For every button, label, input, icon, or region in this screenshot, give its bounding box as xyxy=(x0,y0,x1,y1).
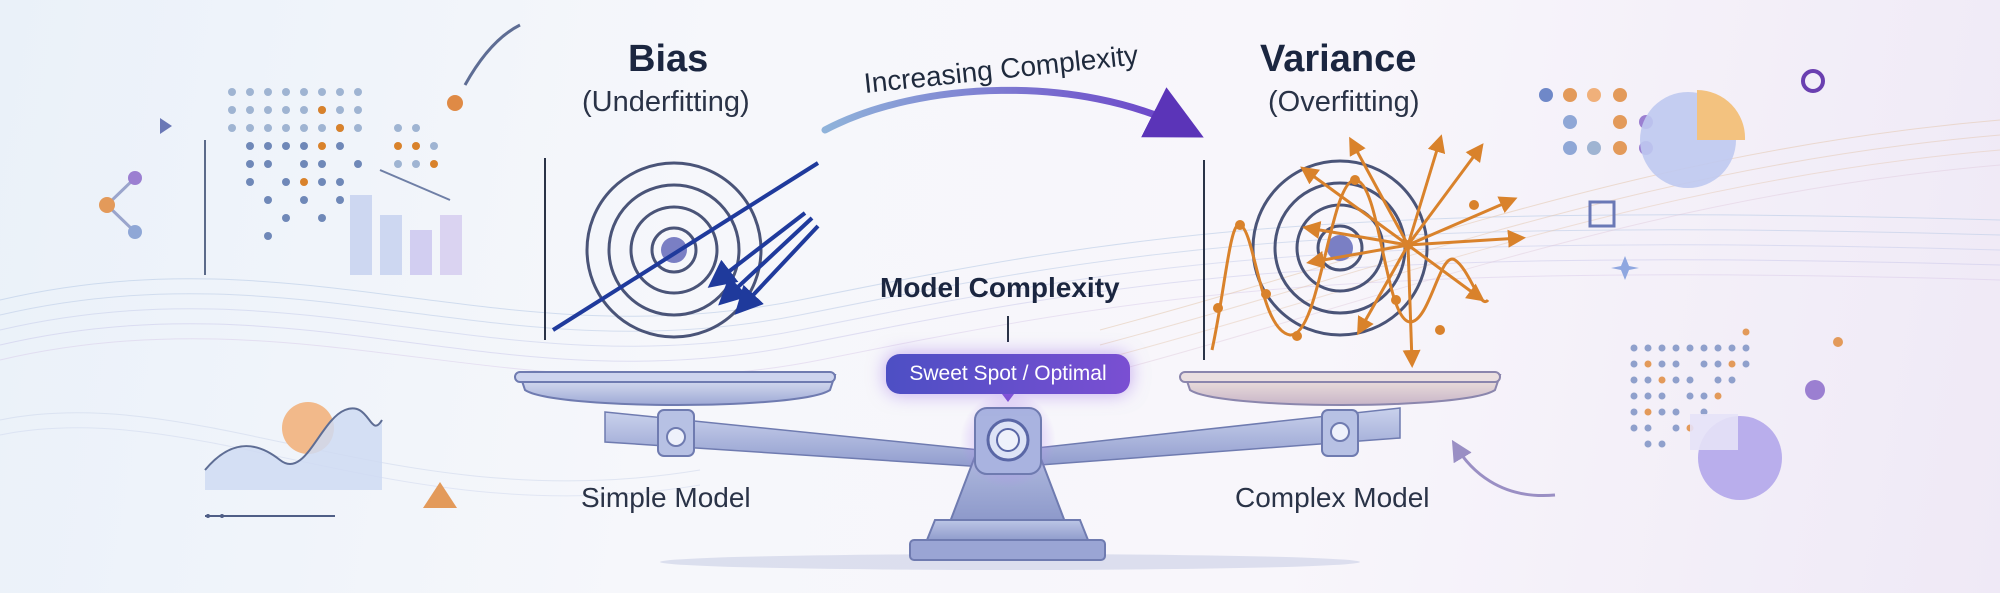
square-icon xyxy=(1588,200,1616,228)
area-chart-icon xyxy=(204,402,383,518)
circle-chart-icon xyxy=(1690,414,1782,500)
sparkle-icon xyxy=(1611,256,1639,280)
sweet-spot-badge: Sweet Spot / Optimal xyxy=(886,354,1130,394)
ring-icon xyxy=(1801,69,1825,93)
variance-target xyxy=(1203,134,1526,368)
balance-scale xyxy=(514,316,1502,570)
model-complexity-label: Model Complexity xyxy=(880,272,1120,303)
variance-title: Variance xyxy=(1260,38,1417,80)
complex-model-label: Complex Model xyxy=(1235,482,1430,513)
background-waves xyxy=(0,119,2000,497)
variance-subtitle: (Overfitting) xyxy=(1268,86,1420,118)
bias-subtitle: (Underfitting) xyxy=(582,86,750,118)
bias-title: Bias xyxy=(628,38,709,80)
dot-icon xyxy=(1805,380,1825,400)
network-icon xyxy=(99,171,142,239)
bias-target xyxy=(544,158,820,340)
pie-chart-icon xyxy=(1640,89,1746,188)
arc-decoration-icon xyxy=(463,23,521,86)
simple-model-label: Simple Model xyxy=(581,482,751,513)
dot-icon xyxy=(447,95,463,111)
triangle-icon xyxy=(423,482,457,508)
dot-grid-top-right xyxy=(1539,88,1653,155)
curved-arrow-icon xyxy=(1451,439,1556,498)
triangle-icon xyxy=(160,118,172,134)
bar-chart-icon xyxy=(204,140,462,275)
complexity-arrow xyxy=(821,86,1204,138)
dot-grid-top-left xyxy=(228,88,438,240)
